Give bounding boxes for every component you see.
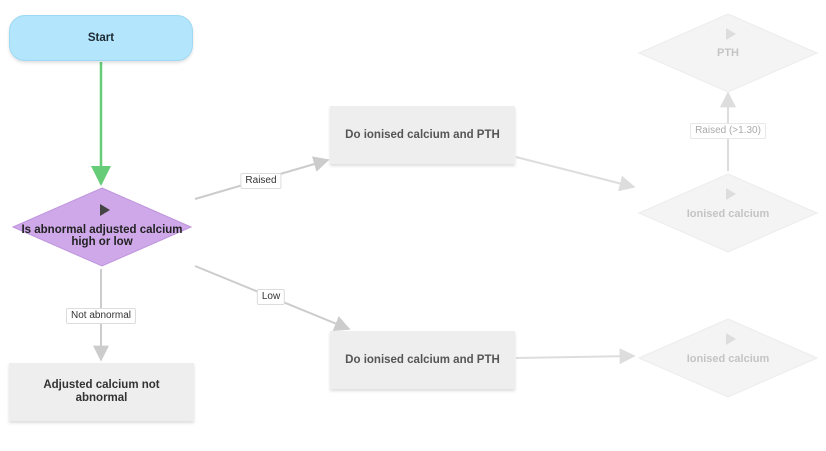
decision-node-label: Is abnormal adjusted calcium high or low	[21, 224, 183, 248]
pth-node[interactable]: PTH	[638, 13, 818, 93]
decision-node[interactable]: Is abnormal adjusted calcium high or low	[12, 187, 192, 267]
low-action-label: Do ionised calcium and PTH	[345, 353, 500, 366]
edge-label-not-abnormal[interactable]: Not abnormal	[65, 308, 137, 324]
result-not-abnormal-label: Adjusted calcium not abnormal	[43, 379, 160, 404]
edge-raised-action-to-ionised	[515, 156, 636, 192]
edge-label-low[interactable]: Low	[256, 289, 286, 305]
edge-label-raised[interactable]: Raised	[240, 173, 282, 189]
play-icon	[726, 333, 736, 345]
ionised-calcium-raised-node[interactable]: Ionised calcium	[638, 173, 818, 253]
low-action-node[interactable]: Do ionised calcium and PTH	[330, 331, 515, 389]
play-icon	[726, 28, 736, 40]
raised-action-node[interactable]: Do ionised calcium and PTH	[330, 106, 515, 164]
edge-label-raised-ionised[interactable]: Raised (>1.30)	[690, 123, 766, 139]
pth-node-label: PTH	[717, 47, 739, 59]
ionised-calcium-raised-diamond-shape	[638, 173, 818, 253]
ionised-calcium-low-diamond-shape	[638, 318, 818, 398]
play-icon	[100, 204, 110, 216]
ionised-calcium-low-label: Ionised calcium	[686, 353, 770, 365]
raised-action-label: Do ionised calcium and PTH	[345, 128, 500, 141]
result-not-abnormal-node[interactable]: Adjusted calcium not abnormal	[9, 363, 194, 421]
start-node-label: Start	[87, 31, 115, 44]
decision-diamond-shape	[12, 187, 192, 267]
start-node[interactable]: Start	[9, 15, 193, 61]
edge-low-action-to-ionised	[515, 348, 636, 365]
play-icon	[726, 188, 736, 200]
ionised-calcium-raised-label: Ionised calcium	[686, 208, 770, 220]
ionised-calcium-low-node[interactable]: Ionised calcium	[638, 318, 818, 398]
pth-diamond-shape	[638, 13, 818, 93]
